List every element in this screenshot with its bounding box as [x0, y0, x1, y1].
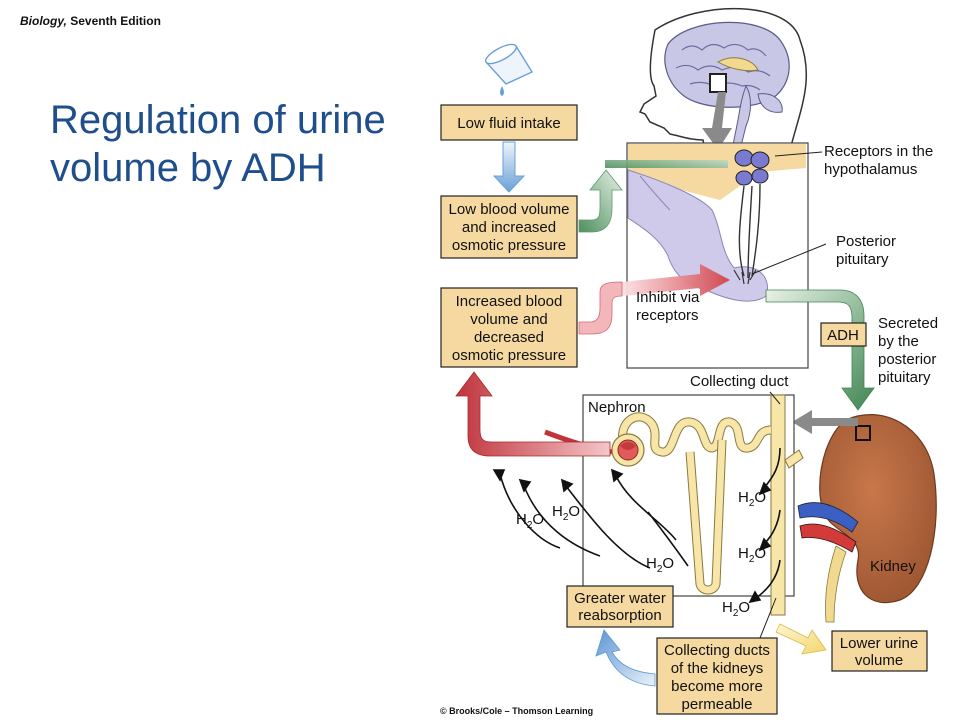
- slide-title: Regulation of urine volume by ADH: [50, 96, 430, 192]
- reabsorption-to-blood-arrow: [455, 371, 611, 457]
- adh-arrow: [765, 289, 875, 411]
- svg-text:Receptors in the: Receptors in the: [824, 143, 933, 160]
- slide-title-line2: volume by ADH: [50, 146, 326, 190]
- low-blood-volume-box: Low blood volume and increased osmotic p…: [440, 195, 578, 259]
- svg-text:of the kidneys: of the kidneys: [671, 660, 764, 677]
- greater-water-reabsorption-box: Greater water reabsorption: [566, 585, 674, 628]
- svg-text:H2O: H2O: [738, 545, 766, 565]
- to-lower-urine-arrow: [775, 623, 827, 655]
- svg-text:decreased: decreased: [474, 329, 544, 346]
- svg-text:Collecting ducts: Collecting ducts: [664, 642, 770, 659]
- hypothalamus-receptors: [733, 149, 770, 285]
- nephron-illustration: [544, 394, 804, 616]
- svg-text:hypothalamus: hypothalamus: [824, 161, 917, 178]
- increased-blood-volume-box: Increased blood volume and decreased osm…: [440, 287, 578, 368]
- water-cup-icon: [484, 43, 534, 96]
- posterior-pituitary-label: Posterior pituitary: [836, 233, 896, 268]
- svg-text:osmotic pressure: osmotic pressure: [452, 347, 566, 364]
- svg-text:H2O: H2O: [646, 555, 674, 575]
- svg-text:volume and: volume and: [470, 311, 548, 328]
- svg-text:volume: volume: [855, 652, 903, 669]
- svg-text:Greater water: Greater water: [574, 590, 666, 607]
- svg-text:posterior: posterior: [878, 351, 936, 368]
- water-reabsorption-arrows: [492, 447, 781, 604]
- copyright-text: © Brooks/Cole – Thomson Learning: [440, 706, 593, 716]
- book-edition: Biology, Seventh Edition: [20, 14, 161, 28]
- slide-title-line1: Regulation of urine: [50, 98, 386, 142]
- svg-text:osmotic pressure: osmotic pressure: [452, 237, 566, 254]
- low-blood-to-hypothalamus-arrow: [578, 169, 623, 233]
- svg-text:Inhibit via: Inhibit via: [636, 289, 700, 306]
- svg-text:by the: by the: [878, 333, 919, 350]
- lower-urine-volume-box: Lower urine volume: [831, 630, 928, 672]
- svg-text:become more: become more: [671, 678, 763, 695]
- svg-text:H2O: H2O: [516, 511, 544, 531]
- intake-down-arrow: [492, 141, 526, 193]
- svg-text:pituitary: pituitary: [878, 369, 931, 386]
- receptors-label: Receptors in the hypothalamus: [824, 143, 933, 178]
- secreted-label: Secreted by the posterior pituitary: [878, 315, 938, 386]
- brain-to-hypothalamus-arrow: [702, 92, 732, 150]
- svg-text:H2O: H2O: [738, 489, 766, 509]
- svg-text:Posterior: Posterior: [836, 233, 896, 250]
- adh-box: ADH: [820, 322, 867, 347]
- svg-text:ADH: ADH: [827, 327, 859, 344]
- svg-text:reabsorption: reabsorption: [578, 607, 661, 624]
- kidney-label: Kidney: [870, 558, 916, 575]
- svg-text:receptors: receptors: [636, 307, 699, 324]
- svg-text:permeable: permeable: [682, 696, 753, 713]
- low-fluid-intake-box: Low fluid intake: [440, 104, 578, 141]
- svg-text:pituitary: pituitary: [836, 251, 889, 268]
- svg-text:Low fluid intake: Low fluid intake: [457, 115, 560, 132]
- nephron-panel: [582, 394, 795, 597]
- svg-text:Low blood volume: Low blood volume: [449, 201, 570, 218]
- book-title: Biology,: [20, 14, 67, 28]
- h2o-labels: H2O H2O H2O H2O H2O H2O: [516, 489, 766, 619]
- inhibit-label: Inhibit via receptors: [636, 289, 700, 324]
- svg-text:and increased: and increased: [462, 219, 556, 236]
- nephron-label: Nephron: [588, 399, 646, 416]
- edition-text: Seventh Edition: [66, 14, 161, 28]
- collecting-duct-label: Collecting duct: [690, 373, 789, 390]
- ducts-to-reabsorption-arrow: [595, 629, 656, 687]
- svg-text:Increased blood: Increased blood: [456, 293, 563, 310]
- svg-text:H2O: H2O: [722, 599, 750, 619]
- kidney-illustration: Kidney: [797, 414, 937, 623]
- svg-text:Secreted: Secreted: [878, 315, 938, 332]
- svg-text:H2O: H2O: [552, 503, 580, 523]
- svg-text:Lower urine: Lower urine: [840, 635, 918, 652]
- collecting-ducts-box: Collecting ducts of the kidneys become m…: [656, 637, 778, 715]
